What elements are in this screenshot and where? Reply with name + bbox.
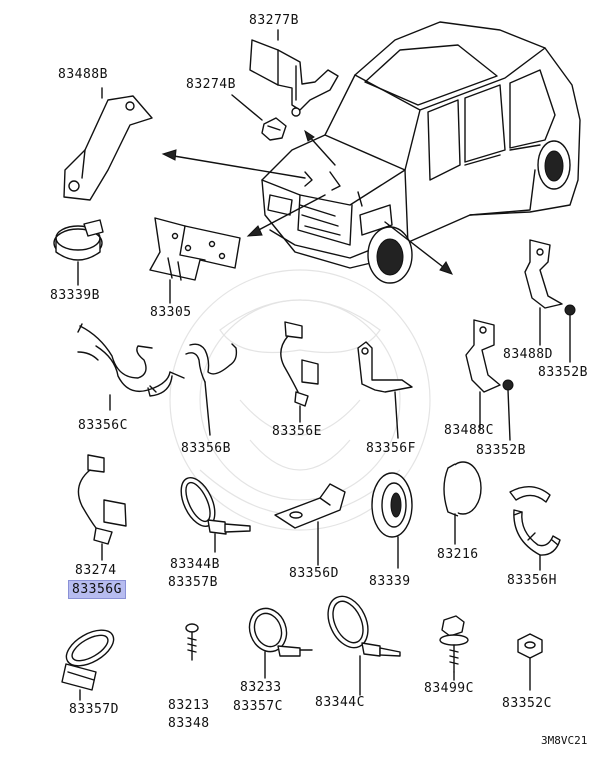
label-83499C[interactable]: 83499C bbox=[424, 681, 474, 696]
part-83356C-shape bbox=[77, 323, 185, 411]
part-83356E-shape bbox=[280, 321, 319, 423]
label-83352B-upper[interactable]: 83352B bbox=[538, 365, 588, 380]
part-83499C-shape bbox=[439, 615, 469, 681]
part-83274B-shape bbox=[231, 94, 287, 141]
label-83352B-lower[interactable]: 83352B bbox=[476, 443, 526, 458]
label-83352C[interactable]: 83352C bbox=[502, 696, 552, 711]
label-83339[interactable]: 83339 bbox=[369, 574, 411, 589]
label-83344B[interactable]: 83344B bbox=[170, 557, 220, 572]
label-83488B[interactable]: 83488B bbox=[58, 67, 108, 82]
label-83356B[interactable]: 83356B bbox=[181, 441, 231, 456]
label-83216[interactable]: 83216 bbox=[437, 547, 479, 562]
label-83233[interactable]: 83233 bbox=[240, 680, 282, 695]
label-83488C[interactable]: 83488C bbox=[444, 423, 494, 438]
car-illustration bbox=[261, 21, 581, 284]
label-83213[interactable]: 83213 bbox=[168, 698, 210, 713]
part-83356D-shape bbox=[274, 483, 346, 566]
label-83357D[interactable]: 83357D bbox=[69, 702, 119, 717]
label-83356D[interactable]: 83356D bbox=[289, 566, 339, 581]
label-83274[interactable]: 83274 bbox=[75, 563, 117, 578]
part-83213-shape bbox=[185, 623, 199, 661]
leader-arrows bbox=[161, 129, 453, 275]
part-83216-shape bbox=[443, 461, 482, 545]
part-83344C-shape bbox=[327, 595, 401, 696]
label-83356E[interactable]: 83356E bbox=[272, 424, 322, 439]
part-83488B-shape bbox=[63, 87, 153, 201]
label-83356H[interactable]: 83356H bbox=[507, 573, 557, 588]
label-83356F[interactable]: 83356F bbox=[366, 441, 416, 456]
label-83356G-highlighted[interactable]: 83356G bbox=[68, 580, 126, 599]
label-83357B[interactable]: 83357B bbox=[168, 575, 218, 590]
part-83488D-shape bbox=[524, 239, 576, 363]
part-83339-shape bbox=[371, 472, 413, 569]
label-83344C[interactable]: 83344C bbox=[315, 695, 365, 710]
label-83339B[interactable]: 83339B bbox=[50, 288, 100, 303]
label-83357C[interactable]: 83357C bbox=[233, 699, 283, 714]
part-83488C-shape bbox=[465, 319, 514, 441]
part-83233-shape bbox=[248, 607, 313, 679]
part-83357D-shape bbox=[61, 629, 115, 701]
label-83356C[interactable]: 83356C bbox=[78, 418, 128, 433]
part-83352C-shape bbox=[517, 633, 543, 691]
label-83274B[interactable]: 83274B bbox=[186, 77, 236, 92]
part-83277B-shape bbox=[249, 29, 339, 117]
part-83274-shape bbox=[77, 454, 127, 561]
diagram-code: 3M8VC21 bbox=[541, 734, 588, 747]
part-83344B-shape bbox=[180, 477, 251, 553]
label-83305[interactable]: 83305 bbox=[150, 305, 192, 320]
part-83356H-shape bbox=[509, 486, 561, 571]
label-83348[interactable]: 83348 bbox=[168, 716, 210, 731]
label-83277B[interactable]: 83277B bbox=[249, 13, 299, 28]
part-83305-shape bbox=[149, 217, 241, 304]
label-83488D[interactable]: 83488D bbox=[503, 347, 553, 362]
part-83356F-shape bbox=[357, 341, 413, 439]
part-83356B-shape bbox=[185, 343, 238, 436]
part-83339B-shape bbox=[53, 219, 104, 286]
